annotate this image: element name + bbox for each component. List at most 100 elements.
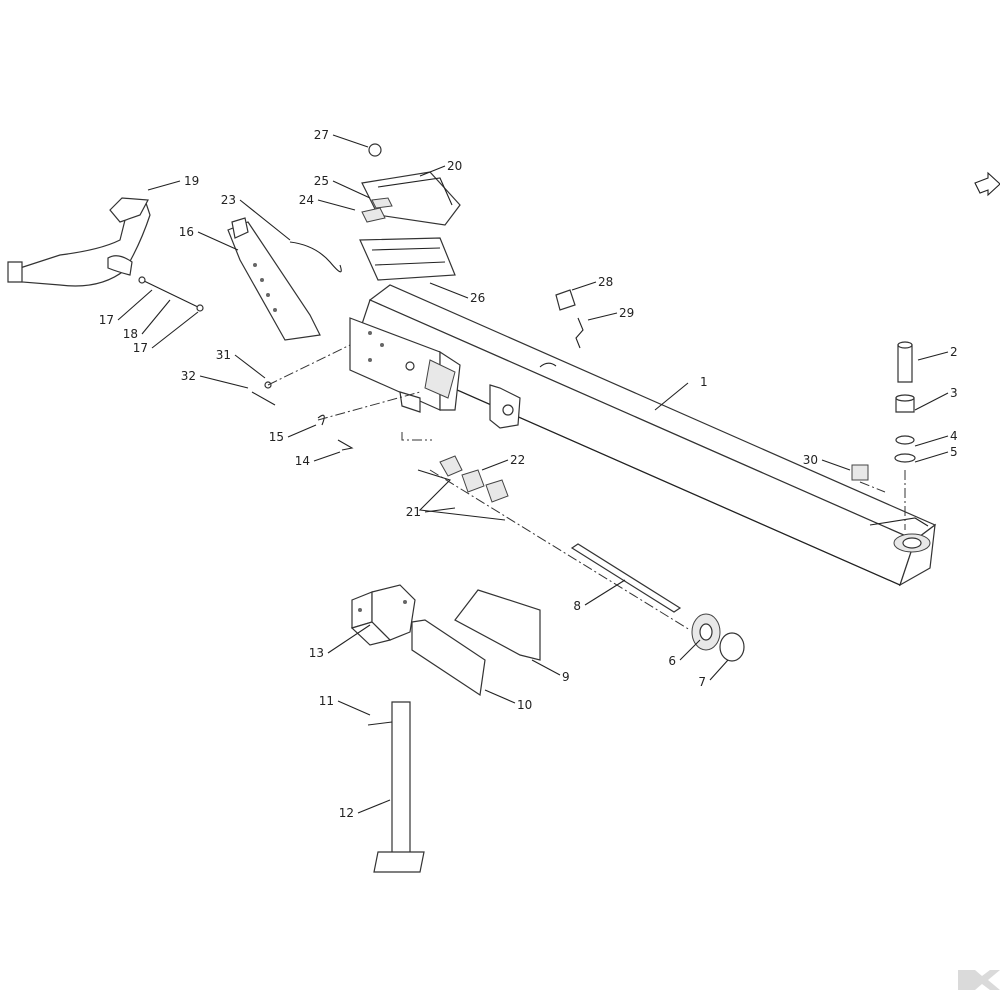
drawbar (7, 197, 204, 312)
part-number[interactable]: 19 (184, 174, 199, 188)
callout-12[interactable]: 12 (339, 799, 391, 820)
part-number[interactable]: 20 (447, 159, 462, 173)
leader-line (199, 375, 249, 389)
part-number[interactable]: 4 (950, 429, 958, 443)
part-number[interactable]: 14 (295, 454, 310, 468)
part-number[interactable]: 17 (133, 341, 148, 355)
main-beam (349, 284, 937, 587)
callout-4[interactable]: 4 (914, 429, 958, 447)
part-number[interactable]: 11 (319, 694, 334, 708)
leader-line (531, 659, 561, 676)
mounting-bracket (227, 217, 342, 341)
part-number[interactable]: 8 (573, 599, 581, 613)
callout-9[interactable]: 9 (531, 659, 570, 684)
callout-17[interactable]: 17 (99, 289, 153, 327)
leader-line (197, 231, 239, 251)
callout-32[interactable]: 32 (181, 369, 249, 389)
callout-18[interactable]: 18 (123, 299, 171, 341)
part-number[interactable]: 7 (698, 675, 706, 689)
part-number[interactable]: 30 (803, 453, 818, 467)
callout-31[interactable]: 31 (216, 348, 266, 379)
callout-21[interactable]: 21 (406, 505, 456, 519)
callout-7[interactable]: 7 (698, 659, 729, 689)
callout-2[interactable]: 2 (917, 345, 958, 361)
leader-line (147, 180, 181, 191)
callout-29[interactable]: 29 (587, 306, 634, 321)
part-number[interactable]: 10 (517, 698, 532, 712)
leader-line (337, 700, 371, 716)
part-number[interactable]: 16 (179, 225, 194, 239)
callout-24[interactable]: 24 (299, 193, 356, 211)
callout-8[interactable]: 8 (573, 579, 626, 613)
lower-bracket-and-shields (350, 584, 541, 697)
part-number[interactable]: 1 (700, 375, 708, 389)
callout-17[interactable]: 17 (133, 311, 199, 355)
callout-22[interactable]: 22 (481, 453, 525, 471)
part-number[interactable]: 29 (619, 306, 634, 320)
callout-6[interactable]: 6 (668, 639, 701, 668)
callout-30[interactable]: 30 (803, 453, 851, 471)
leader-line (679, 639, 701, 661)
part-number[interactable]: 32 (181, 369, 196, 383)
leader-line (914, 392, 949, 411)
callout-11[interactable]: 11 (319, 694, 371, 716)
part-number[interactable]: 17 (99, 313, 114, 327)
part-number[interactable]: 9 (562, 670, 570, 684)
callout-16[interactable]: 16 (179, 225, 239, 251)
callout-20[interactable]: 20 (419, 159, 462, 177)
leader-line (239, 199, 291, 241)
part-number[interactable]: 2 (950, 345, 958, 359)
part-number[interactable]: 22 (510, 453, 525, 467)
part-number[interactable]: 3 (950, 386, 958, 400)
callout-25[interactable]: 25 (314, 174, 371, 199)
callout-28[interactable]: 28 (571, 275, 613, 291)
leader-line (587, 312, 618, 321)
part-number[interactable]: 13 (309, 646, 324, 660)
pivot-pin-stack (851, 341, 916, 530)
callout-15[interactable]: 15 (269, 424, 317, 444)
part-number[interactable]: 23 (221, 193, 236, 207)
leader-line (654, 382, 689, 411)
leader-line (484, 689, 516, 704)
part-number[interactable]: 31 (216, 348, 231, 362)
callout-23[interactable]: 23 (221, 193, 291, 241)
leader-line (709, 659, 729, 681)
leader-line (914, 451, 949, 463)
leader-line (357, 799, 391, 814)
leader-line (327, 624, 371, 654)
callout-19[interactable]: 19 (147, 174, 199, 191)
leader-line (419, 165, 446, 177)
leader-line (914, 435, 949, 447)
part-number[interactable]: 25 (314, 174, 329, 188)
leader-line (584, 579, 626, 606)
part-number[interactable]: 28 (598, 275, 613, 289)
part-number[interactable]: 21 (406, 505, 421, 519)
callout-3[interactable]: 3 (914, 386, 958, 411)
callout-10[interactable]: 10 (484, 689, 532, 712)
callout-14[interactable]: 14 (295, 451, 341, 468)
callout-13[interactable]: 13 (309, 624, 371, 660)
callout-27[interactable]: 27 (314, 128, 369, 148)
part-number[interactable]: 15 (269, 430, 284, 444)
part-number[interactable]: 26 (470, 291, 485, 305)
callout-26[interactable]: 26 (429, 282, 485, 305)
leader-line (571, 281, 597, 291)
leader-line (332, 134, 369, 148)
leader-line (332, 180, 371, 199)
part-number[interactable]: 27 (314, 128, 329, 142)
part-number[interactable]: 24 (299, 193, 314, 207)
part-number[interactable]: 6 (668, 654, 676, 668)
part-number[interactable]: 12 (339, 806, 354, 820)
callout-5[interactable]: 5 (914, 445, 958, 463)
small-hardware (251, 344, 421, 451)
next-page-arrow-icon[interactable] (974, 171, 1000, 197)
part-number[interactable]: 5 (950, 445, 958, 459)
callout-1[interactable]: 1 (654, 375, 708, 411)
leader-line (481, 459, 509, 471)
part-number[interactable]: 18 (123, 327, 138, 341)
leader-line (424, 507, 456, 513)
leader-line (151, 311, 199, 349)
